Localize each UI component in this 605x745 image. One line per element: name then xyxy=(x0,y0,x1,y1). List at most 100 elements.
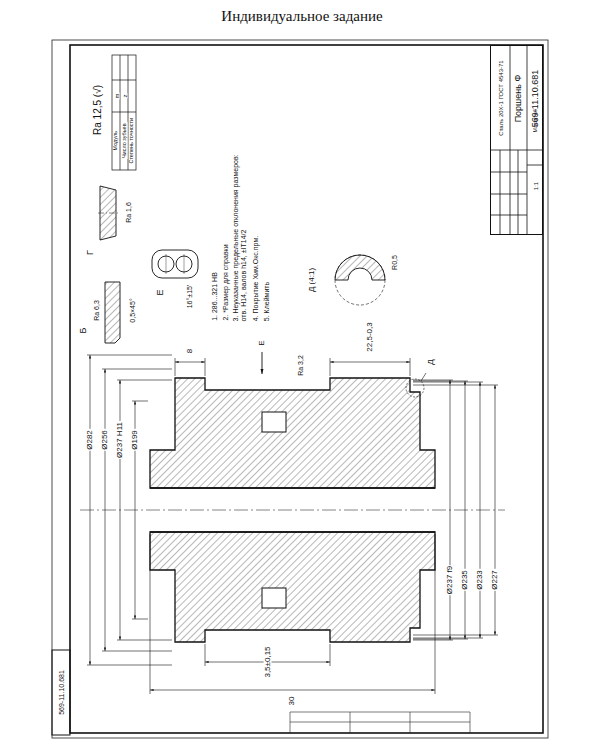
drawing-line xyxy=(490,150,543,151)
inner-frame xyxy=(70,45,543,733)
diameter-dim: Ø282 xyxy=(86,429,94,451)
roughness-label: Ra 6,3 xyxy=(93,299,100,322)
piston-section xyxy=(80,378,505,642)
drawing-line xyxy=(120,380,121,640)
diameter-dim: Ø237 H11 xyxy=(116,421,124,459)
drawing-line xyxy=(413,382,483,383)
drawing-line xyxy=(290,712,291,733)
drawing-line xyxy=(413,385,498,386)
drawing-line xyxy=(262,352,263,374)
drawing-line xyxy=(117,640,172,641)
drawing-line xyxy=(87,665,172,666)
drawing-line xyxy=(117,380,172,381)
drawing-line xyxy=(112,80,136,81)
note: 3. Неуказанные предельные отклонения раз… xyxy=(232,150,249,322)
view-letter: Е xyxy=(155,288,164,296)
roughness-sign: Ra 12,5 (√) xyxy=(93,84,103,136)
drawing-line xyxy=(421,373,426,381)
drawing-line xyxy=(350,712,351,733)
view-d xyxy=(335,255,385,305)
drawing-line xyxy=(495,385,496,635)
radius-label: R0,5 xyxy=(390,254,397,271)
roughness-label: Ra 3,2 xyxy=(297,354,304,377)
drawing-line xyxy=(98,213,120,214)
view-b xyxy=(105,282,120,343)
drawing-line xyxy=(205,358,206,376)
view-g xyxy=(98,186,120,240)
drawing-number: 569-11.10.681 xyxy=(57,669,64,716)
drawing-line xyxy=(112,112,136,113)
dimension-lines xyxy=(87,352,498,694)
drawing-line xyxy=(150,690,435,691)
drawing-line xyxy=(112,55,136,170)
length-dim: 8 xyxy=(186,348,194,354)
drawing-line xyxy=(184,254,185,274)
drawing-line xyxy=(465,381,466,639)
drawing-line xyxy=(500,150,501,235)
drawing-line xyxy=(262,588,286,608)
drawing-line xyxy=(330,362,410,363)
callout-letter: Е xyxy=(258,339,266,346)
drawing-line xyxy=(205,644,206,666)
diameter-dim: Ø233 xyxy=(476,569,484,591)
note: 4. Покрытие Хим.Окс.прм. xyxy=(253,235,260,322)
drawing-line xyxy=(262,412,286,432)
scale-caption: Масштаб xyxy=(533,108,539,134)
scale-value: 1:1 xyxy=(533,181,539,191)
drawing-line xyxy=(450,380,451,640)
view-letter: Б xyxy=(80,326,89,334)
table-cell: Число зубьев xyxy=(121,123,127,160)
drawing-line xyxy=(175,358,176,376)
drawing-line xyxy=(435,534,436,694)
drawing-line xyxy=(480,382,481,638)
length-dim: 30 xyxy=(288,696,296,707)
note: 5. Клеймить xyxy=(263,281,270,322)
drawing-line xyxy=(490,172,527,173)
drawing-line xyxy=(132,401,148,402)
diameter-dim: Ø237 f9 xyxy=(446,565,454,595)
outer-frame xyxy=(52,40,548,738)
drawing-line xyxy=(335,255,385,280)
stamp-box xyxy=(52,650,70,735)
bottom-strip xyxy=(290,712,470,733)
table-cell: z xyxy=(121,94,127,99)
drawing-line xyxy=(413,635,498,636)
part-name: Поршень Ф xyxy=(515,73,524,123)
drawing-line xyxy=(330,358,331,376)
drawing-line xyxy=(120,55,121,170)
drawing-line xyxy=(410,358,411,376)
angle-label: 16°±15' xyxy=(187,283,194,309)
view-e xyxy=(152,250,198,278)
drawing-line xyxy=(290,722,470,723)
table-cell: Степень точности xyxy=(129,117,135,165)
chamfer-label: 0,5×45° xyxy=(129,297,136,323)
drawing-line xyxy=(80,510,505,511)
parameter-table xyxy=(112,55,136,170)
drawing-line xyxy=(413,639,468,640)
drawing-line xyxy=(150,378,435,488)
drawing-line xyxy=(413,638,483,639)
drawing-line xyxy=(290,712,470,713)
drawing-line xyxy=(330,644,331,666)
title-block: 569-11.10.681Поршень ФСталь 20Х-1 ГОСТ 4… xyxy=(490,45,543,235)
length-dim: 22,5-0,3 xyxy=(366,321,374,352)
drawing-line xyxy=(102,369,172,370)
drawing-line xyxy=(102,651,172,652)
diameter-dim: Ø235 xyxy=(461,569,469,591)
drawing-line xyxy=(527,165,543,166)
drawing-line xyxy=(105,282,120,343)
sheet-title: Индивидуальное задание xyxy=(220,9,383,24)
drawing-line xyxy=(490,194,527,195)
diameter-dim: Ø199 xyxy=(131,429,139,451)
view-letter: Д (4:1) xyxy=(308,267,316,293)
drawing-line xyxy=(470,712,471,733)
drawing-line xyxy=(518,150,519,235)
drawing-line xyxy=(413,640,453,641)
drawing-line xyxy=(150,534,151,694)
drawing-line xyxy=(490,215,527,216)
note: 2. *Размер для справки xyxy=(222,244,229,322)
title-block-grid xyxy=(490,45,543,235)
drawing-line xyxy=(510,150,511,235)
length-dim: 3,5±0,15 xyxy=(264,645,272,678)
diameter-dim: Ø227 xyxy=(491,569,499,591)
